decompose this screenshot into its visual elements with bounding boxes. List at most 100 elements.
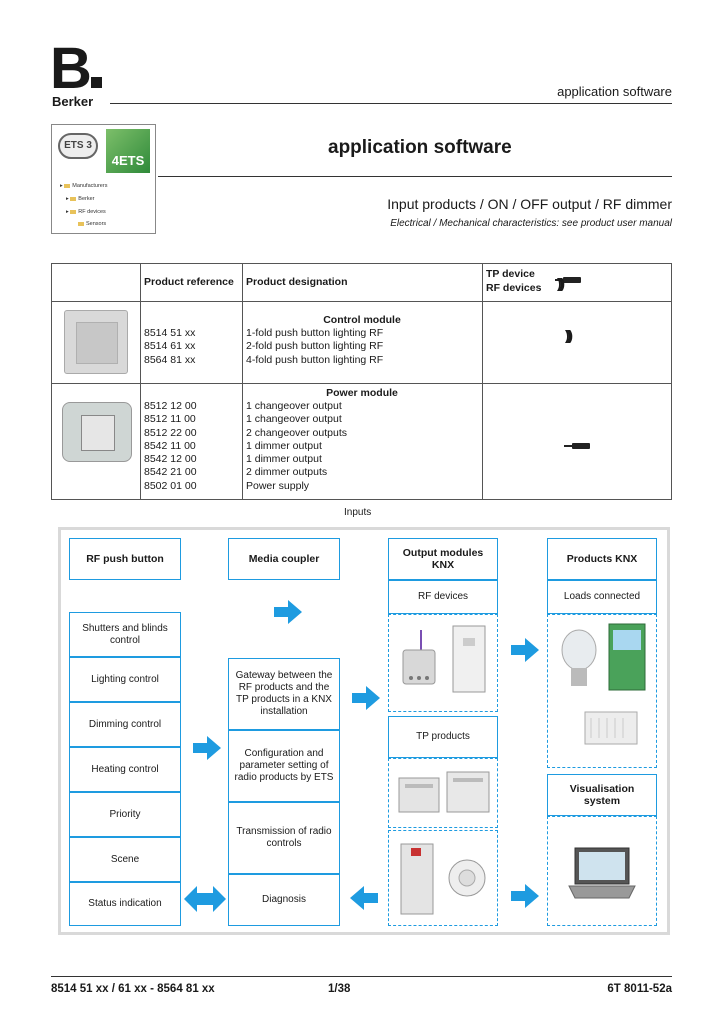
label-tp-products: TP products: [388, 716, 498, 758]
table-cell: 2 changeover outputs: [246, 426, 347, 439]
table-cell: 8514 61 xx: [144, 340, 196, 353]
designation-list-control: 1-fold push button lighting RF 2-fold pu…: [246, 327, 383, 367]
tree-item-rf-devices: ▸ RF devices: [66, 209, 106, 215]
footer-divider: [51, 976, 672, 977]
folder-icon: [64, 183, 71, 188]
rf-devices-area: [388, 614, 498, 712]
visualisation-area: [547, 816, 657, 926]
header-divider: [110, 103, 672, 104]
table-cell: 8512 11 00: [144, 413, 196, 426]
head-output-modules: Output modules KNX: [388, 538, 498, 580]
page-title: application software: [328, 137, 512, 158]
tp-products-area-2: [388, 830, 498, 926]
table-cell: 1 dimmer output: [246, 439, 322, 452]
footer-reference: 8514 51 xx / 61 xx - 8564 81 xx: [51, 983, 215, 995]
coupler-configuration: Configuration and parameter setting of r…: [228, 730, 340, 802]
arrow-right-icon: [511, 638, 539, 662]
table-cell: 1 dimmer output: [246, 453, 322, 466]
arrow-both-icon: [184, 886, 226, 912]
table-cell: 4-fold push button lighting RF: [246, 353, 384, 366]
arrow-left-icon: [350, 886, 378, 910]
table-cell: 2 dimmer outputs: [246, 466, 328, 479]
function-scene: Scene: [69, 837, 181, 882]
coupler-gateway: Gateway between the RF products and the …: [228, 658, 340, 730]
tree-item-manufacturers: ▸ Manufacturers: [60, 183, 108, 189]
ref-list-control: 8514 51 xx 8514 61 xx 8564 81 xx: [144, 327, 195, 367]
arrow-right-icon: [274, 600, 302, 624]
rf-box-image: [451, 624, 487, 694]
head-rf-push-button: RF push button: [69, 538, 181, 580]
product-table: Product reference Product designation TP…: [51, 263, 672, 500]
function-heating: Heating control: [69, 747, 181, 792]
tree-item-sensors: Sensors: [78, 221, 106, 227]
function-priority: Priority: [69, 792, 181, 837]
title-divider: [158, 176, 672, 177]
table-cell: 8542 21 00: [144, 466, 197, 479]
label-visualisation: Visualisation system: [547, 774, 657, 816]
col-header-rf: RF devices: [486, 282, 542, 294]
col-header-reference: Product reference: [144, 276, 234, 288]
table-cell: 8512 12 00: [144, 400, 197, 412]
table-cell: 8542 12 00: [144, 453, 197, 466]
label-rf-devices: RF devices: [388, 580, 498, 614]
logo-letter: B: [50, 36, 92, 101]
blind-image: [607, 622, 647, 692]
label-loads-connected: Loads connected: [547, 580, 657, 614]
heater-image: [583, 708, 639, 748]
rf-icon: (((: [568, 330, 573, 346]
table-cell: 8564 81 xx: [144, 353, 196, 366]
bulb-image: [557, 626, 601, 692]
head-media-coupler: Media coupler: [228, 538, 340, 580]
page-subtitle: Input products / ON / OFF output / RF di…: [387, 196, 672, 212]
group-title-control: Control module: [323, 314, 401, 326]
coupler-transmission: Transmission of radio controls: [228, 802, 340, 874]
table-cell: 1 changeover output: [246, 413, 342, 426]
table-cell: 8512 22 00: [144, 426, 197, 439]
head-products-knx: Products KNX: [547, 538, 657, 580]
table-cell: 1 changeover output: [246, 400, 342, 412]
table-cell: 1-fold push button lighting RF: [246, 327, 384, 339]
function-status: Status indication: [69, 882, 181, 926]
logo-dot: [90, 77, 102, 88]
brand-logo: B: [50, 40, 102, 98]
tp-products-area: [388, 758, 498, 828]
group-title-power: Power module: [326, 387, 398, 399]
table-cell: 8542 11 00: [144, 439, 196, 452]
folder-icon: [70, 209, 77, 214]
col-header-tp: TP device: [486, 268, 535, 280]
arrow-right-icon: [352, 686, 380, 710]
laptop-image: [567, 846, 637, 902]
function-lighting: Lighting control: [69, 657, 181, 702]
col-header-designation: Product designation: [246, 276, 348, 288]
table-cell: 8502 01 00: [144, 479, 197, 492]
footer-page-number: 1/38: [328, 983, 351, 995]
function-shutters: Shutters and blinds control: [69, 612, 181, 657]
header-section: application software: [557, 84, 672, 99]
coupler-devices-image: [397, 836, 491, 920]
inputs-caption: Inputs: [344, 507, 372, 518]
rf-actuator-image: [399, 630, 439, 690]
power-module-photo: [62, 402, 132, 462]
tree-item-berker: ▸ Berker: [66, 196, 95, 202]
system-diagram: RF push button Media coupler Output modu…: [58, 527, 670, 935]
push-button-photo: [64, 310, 128, 374]
ref-list-power: 8512 12 00 8512 11 00 8512 22 00 8542 11…: [144, 400, 197, 493]
table-cell: 8514 51 xx: [144, 327, 196, 339]
designation-list-power: 1 changeover output 1 changeover output …: [246, 400, 347, 493]
table-cell: 2-fold push button lighting RF: [246, 340, 384, 353]
arrow-right-icon: [511, 884, 539, 908]
diagram-canvas: RF push button Media coupler Output modu…: [61, 530, 667, 932]
arrow-right-icon: [193, 736, 221, 760]
folder-icon: [78, 221, 84, 226]
ets-panel: ETS 3 4ETS ▸ Manufacturers ▸ Berker ▸ RF…: [51, 124, 156, 234]
footer-doc-number: 6T 8011-52a: [607, 983, 672, 995]
table-cell: Power supply: [246, 479, 310, 492]
tp-device-icon: [555, 270, 581, 288]
function-dimming: Dimming control: [69, 702, 181, 747]
page-subnote: Electrical / Mechanical characteristics:…: [390, 218, 672, 229]
folder-icon: [70, 196, 77, 201]
tp-icon: [564, 436, 590, 454]
rf-device-icon: (((: [560, 278, 565, 294]
ets4-logo: 4ETS: [106, 129, 150, 173]
ets3-logo: ETS 3: [58, 133, 98, 159]
